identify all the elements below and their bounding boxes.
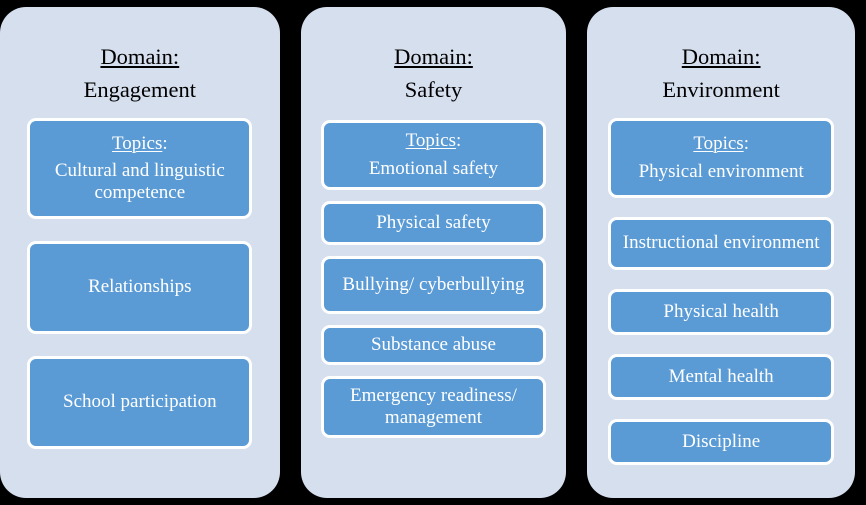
topic-label: School participation: [63, 391, 217, 413]
topics-heading: Topics:: [639, 133, 804, 155]
topic-label: Bullying/ cyberbullying: [342, 273, 525, 295]
topic-box[interactable]: School participation: [27, 356, 253, 450]
domain-label: Domain:: [394, 44, 473, 69]
topic-content: Topics: Emotional safety: [369, 130, 498, 180]
topic-box[interactable]: Physical health: [608, 289, 835, 336]
topic-label: Emergency readiness/ management: [350, 384, 517, 429]
topic-label: Substance abuse: [370, 333, 496, 355]
domain-name: Safety: [404, 77, 463, 103]
topic-label: Discipline: [682, 430, 761, 452]
topic-box[interactable]: Instructional environment: [608, 217, 835, 271]
topic-label: Physical environment: [638, 160, 804, 182]
domain-label: Domain:: [681, 44, 761, 69]
topic-label: Physical safety: [376, 211, 491, 233]
topic-box[interactable]: Topics: Physical environment: [608, 118, 835, 199]
domain-header-safety: Domain: Safety: [301, 40, 567, 106]
topic-box[interactable]: Emergency readiness/ management: [320, 376, 546, 439]
topic-box[interactable]: Topics: Cultural and linguistic competen…: [27, 118, 253, 220]
topics-list-environment: Topics: Physical environment Instruction…: [587, 106, 855, 490]
topics-heading-colon: :: [743, 133, 749, 155]
topic-label: Cultural and linguistic competence: [54, 159, 225, 204]
topic-content: Topics: Physical environment: [639, 133, 804, 183]
topic-label: Instructional environment: [622, 232, 820, 254]
topic-label: Emotional safety: [368, 157, 499, 179]
topics-heading-colon: :: [456, 130, 462, 152]
topic-box[interactable]: Physical safety: [320, 201, 546, 246]
topic-content: Topics: Cultural and linguistic competen…: [36, 133, 243, 205]
topics-heading-word: Topics: [111, 132, 163, 154]
topics-heading: Topics:: [36, 133, 243, 155]
topic-box[interactable]: Bullying/ cyberbullying: [320, 256, 546, 315]
topic-box[interactable]: Relationships: [27, 241, 253, 335]
topics-heading-word: Topics: [405, 130, 457, 152]
domain-header-engagement: Domain: Engagement: [0, 40, 280, 106]
domain-panel-safety[interactable]: Domain: Safety Topics: Emotional safety …: [300, 7, 567, 498]
domain-label: Domain:: [100, 44, 180, 69]
topic-label: Physical health: [663, 300, 779, 322]
domain-name: Engagement: [83, 77, 197, 103]
topic-label: Mental health: [668, 365, 774, 387]
topics-list-engagement: Topics: Cultural and linguistic competen…: [0, 106, 280, 490]
topic-box[interactable]: Mental health: [608, 354, 835, 401]
topic-label: Relationships: [88, 276, 192, 298]
domain-panel-environment[interactable]: Domain: Environment Topics: Physical env…: [587, 7, 855, 498]
domain-header-environment: Domain: Environment: [587, 40, 855, 106]
topics-heading-colon: :: [162, 132, 168, 154]
topics-list-safety: Topics: Emotional safety Physical safety…: [301, 106, 567, 490]
topics-heading: Topics:: [369, 130, 498, 152]
domain-name: Environment: [662, 77, 780, 103]
topic-box[interactable]: Topics: Emotional safety: [320, 120, 546, 191]
topic-box[interactable]: Discipline: [608, 419, 835, 466]
topics-heading-word: Topics: [693, 133, 744, 155]
domain-panel-engagement[interactable]: Domain: Engagement Topics: Cultural and …: [0, 7, 280, 498]
topic-box[interactable]: Substance abuse: [320, 325, 546, 366]
